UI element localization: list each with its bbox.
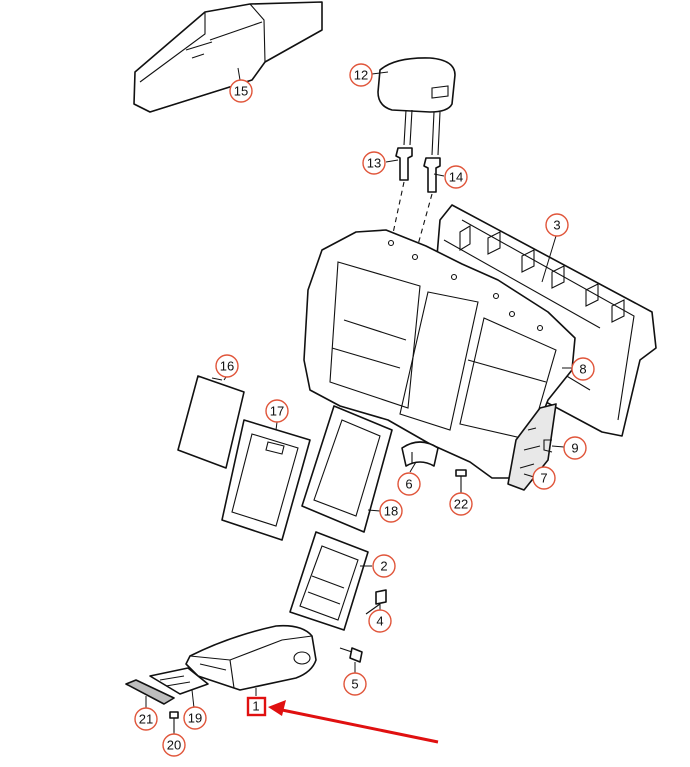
part-17-frame [221, 419, 311, 541]
callout-12: 12 [349, 63, 373, 87]
callout-14: 14 [444, 165, 468, 189]
callout-circle [229, 79, 253, 103]
callout-13: 13 [362, 151, 386, 175]
part-1-armrest [185, 624, 317, 691]
callout-circle [571, 357, 595, 381]
callout-6: 6 [397, 472, 421, 496]
part-22-screw [455, 469, 467, 494]
callout-circle [379, 499, 403, 523]
callout-label: 22 [454, 497, 468, 512]
callout-label: 4 [376, 614, 383, 629]
callout-5: 5 [343, 672, 367, 696]
callout-circle [265, 399, 289, 423]
callout-2: 2 [372, 554, 396, 578]
callout-circle [397, 472, 421, 496]
callout-label: 3 [553, 218, 560, 233]
part-20-screw [169, 711, 179, 732]
part-19-insert [149, 667, 209, 695]
callout-label: 20 [167, 738, 181, 753]
part-14-guide [415, 157, 441, 253]
callout-7: 7 [532, 466, 556, 490]
arrow-head-icon [268, 700, 286, 716]
part-21-strip [125, 679, 175, 705]
callout-15: 15 [229, 79, 253, 103]
callout-circle [532, 466, 556, 490]
callout-17: 17 [265, 399, 289, 423]
callout-circle [444, 165, 468, 189]
arrow-shaft [281, 708, 439, 744]
callout-circle [215, 354, 239, 378]
callout-circle [183, 706, 207, 730]
callout-circle [449, 492, 473, 516]
callout-18: 18 [379, 499, 403, 523]
part-16-cover [177, 375, 245, 469]
callout-circle [343, 672, 367, 696]
callout-circle [349, 63, 373, 87]
callout-label: 6 [405, 477, 412, 492]
part-6-trim [401, 441, 439, 467]
part-18-frame [301, 405, 393, 533]
part-7-side-panel [507, 403, 557, 491]
callout-circle [563, 436, 587, 460]
callout-16: 16 [215, 354, 239, 378]
callout-label: 7 [540, 471, 547, 486]
callout-label: 12 [354, 68, 368, 83]
callout-1: 1 [252, 699, 259, 714]
callout-22: 22 [449, 492, 473, 516]
callout-circle [162, 733, 186, 757]
callout-label: 9 [571, 441, 578, 456]
callout-label: 1 [252, 699, 259, 714]
callout-label: 2 [380, 559, 387, 574]
part-15-ski-bag [133, 1, 323, 113]
callout-label: 16 [220, 359, 234, 374]
callout-3: 3 [545, 213, 569, 237]
part-13-guide [391, 147, 413, 239]
callout-label: 15 [234, 84, 248, 99]
callout-8: 8 [571, 357, 595, 381]
callout-label: 18 [384, 504, 398, 519]
callout-19: 19 [183, 706, 207, 730]
callout-label: 21 [139, 712, 153, 727]
part-9-clip [543, 439, 553, 453]
callout-label: 5 [351, 677, 358, 692]
callout-circle [545, 213, 569, 237]
callout-circle [372, 554, 396, 578]
highlight-marker [246, 696, 267, 717]
callout-label: 19 [188, 711, 202, 726]
callout-9: 9 [563, 436, 587, 460]
callout-circle [368, 609, 392, 633]
callout-label: 8 [579, 362, 586, 377]
callout-circle [134, 707, 158, 731]
part-12-headrest [377, 57, 456, 156]
highlight-box [246, 696, 267, 717]
part-2-hinge-frame [289, 531, 369, 631]
callout-label: 17 [270, 404, 284, 419]
callout-20: 20 [162, 733, 186, 757]
part-5-bolt [339, 647, 363, 663]
callout-label: 14 [449, 170, 463, 185]
callout-label: 13 [367, 156, 381, 171]
red-arrow [268, 700, 439, 744]
callout-4: 4 [368, 609, 392, 633]
callout-circle [362, 151, 386, 175]
part-4-bolt [365, 589, 387, 615]
callout-21: 21 [134, 707, 158, 731]
